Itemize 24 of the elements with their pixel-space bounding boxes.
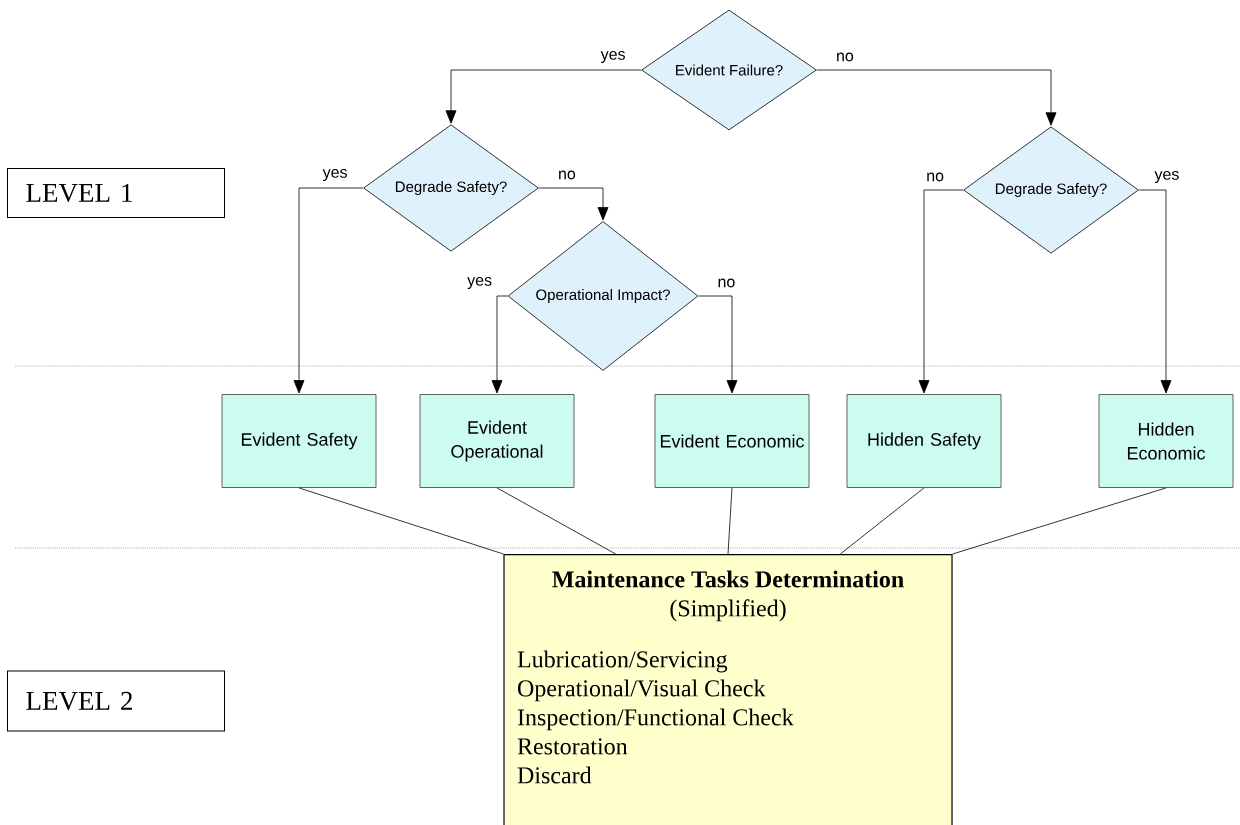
edge-label: no	[557, 169, 577, 181]
connector-arrow	[491, 295, 508, 394]
edge-label: no	[925, 171, 945, 183]
edge-label: yes	[466, 276, 494, 290]
edge-label: no	[716, 277, 737, 289]
edge-label: no	[835, 51, 855, 63]
category-box: Hidden Economic	[1098, 394, 1234, 488]
category-box: Evident Safety	[221, 394, 377, 488]
category-box: Hidden Safety	[846, 394, 1002, 488]
connector-arrow	[698, 295, 738, 394]
edge-label: yes	[1153, 170, 1181, 184]
connector-arrow	[293, 187, 364, 394]
connector-arrow	[918, 189, 964, 394]
connector-arrow	[538, 187, 609, 221]
connector-arrow	[445, 69, 642, 124]
edge-label: yes	[599, 50, 627, 64]
level-box: LEVEL 2	[7, 670, 225, 732]
edge-label: yes	[321, 168, 349, 182]
category-box: Evident Operational	[419, 394, 575, 488]
category-box: Evident Economic	[654, 394, 810, 488]
level-box: LEVEL 1	[7, 168, 225, 218]
connector-arrow	[816, 69, 1057, 126]
connector-arrow	[1138, 189, 1172, 394]
task-box: Maintenance Tasks Determination (Simplified) Lubrication/Servicing Operational/Visual Check Inspection/Functional Check Restoration Discard	[503, 554, 953, 825]
